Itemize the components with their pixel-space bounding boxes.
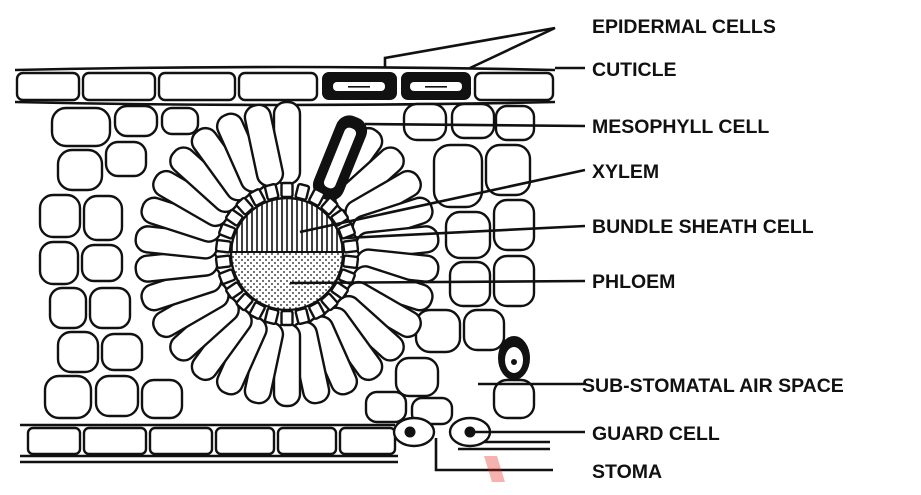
label-guard-cell: GUARD CELL xyxy=(592,423,720,445)
bundle-sheath-cell xyxy=(216,255,231,268)
bundle-sheath-cell xyxy=(343,240,358,253)
label-phloem: PHLOEM xyxy=(592,271,675,293)
bundle-sheath-cell xyxy=(343,255,358,268)
dark-epidermal-cell xyxy=(322,72,397,100)
bundle-sheath-cell xyxy=(282,183,293,197)
label-stoma: STOMA xyxy=(592,461,662,483)
guard-cells xyxy=(394,418,553,470)
bundle-sheath-cell xyxy=(295,184,309,200)
dark-epidermal-cell xyxy=(401,72,471,100)
label-bundle-sheath-cell: BUNDLE SHEATH CELL xyxy=(592,216,814,238)
vascular-bundle xyxy=(231,198,343,310)
labels: EPIDERMAL CELLS CUTICLE MESOPHYLL CELL X… xyxy=(582,16,844,483)
bundle-sheath-cell xyxy=(295,308,309,324)
upper-epidermis xyxy=(15,67,555,105)
dark-substomatal-cell xyxy=(498,336,530,380)
label-epidermal-cells: EPIDERMAL CELLS xyxy=(592,16,776,38)
label-mesophyll-cell: MESOPHYLL CELL xyxy=(592,116,769,138)
bundle-sheath-cell xyxy=(265,308,279,324)
label-sub-stomatal-air-space: SUB-STOMATAL AIR SPACE xyxy=(582,375,844,397)
bundle-sheath-cell xyxy=(282,311,293,325)
bundle-sheath-cell xyxy=(265,184,279,200)
label-xylem: XYLEM xyxy=(592,161,659,183)
bundle-sheath-cell xyxy=(216,240,231,253)
label-cuticle: CUTICLE xyxy=(592,59,677,81)
